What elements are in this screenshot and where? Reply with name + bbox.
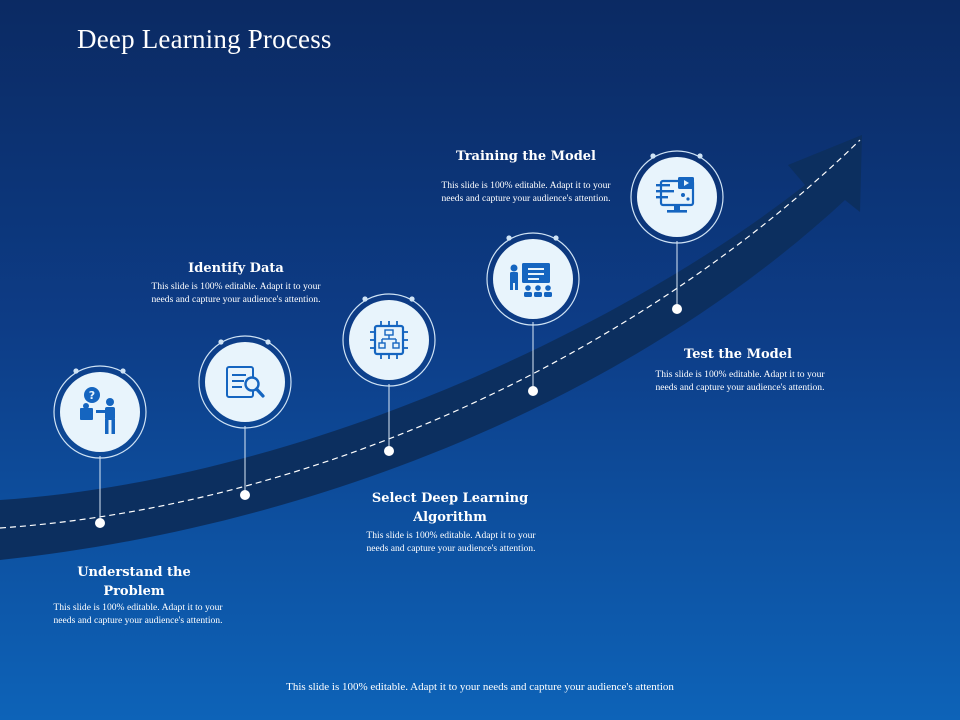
svg-text:?: ? [89,389,95,402]
question-person-icon: ? [80,387,115,434]
step-1-node: ? [53,365,147,528]
step-4-node [486,232,580,396]
step-1-title: Understand the Problem [77,565,191,599]
chip-flowchart-icon [370,321,408,359]
step-5-description: This slide is 100% editable. Adapt it to… [655,369,825,393]
step-2-title: Identify Data [188,261,284,276]
computer-monitor-icon [656,177,695,213]
slide-footer: This slide is 100% editable. Adapt it to… [286,681,674,693]
step-3-description: This slide is 100% editable. Adapt it to… [366,530,536,554]
document-search-icon [226,366,265,398]
step-5-title: Test the Model [684,347,792,362]
presenter-audience-icon [510,263,552,297]
step-3-node [342,293,436,456]
step-4-title: Training the Model [455,149,596,164]
step-3-title: Select Deep Learning Algorithm [371,491,529,525]
step-2-description: This slide is 100% editable. Adapt it to… [151,281,321,305]
growth-arrow [0,135,862,560]
step-2-node [198,335,292,500]
step-4-description: This slide is 100% editable. Adapt it to… [441,180,611,204]
step-5-node [630,150,724,314]
slide-title: Deep Learning Process [77,24,332,54]
step-1-description: This slide is 100% editable. Adapt it to… [53,602,223,626]
dashed-path [0,139,861,529]
